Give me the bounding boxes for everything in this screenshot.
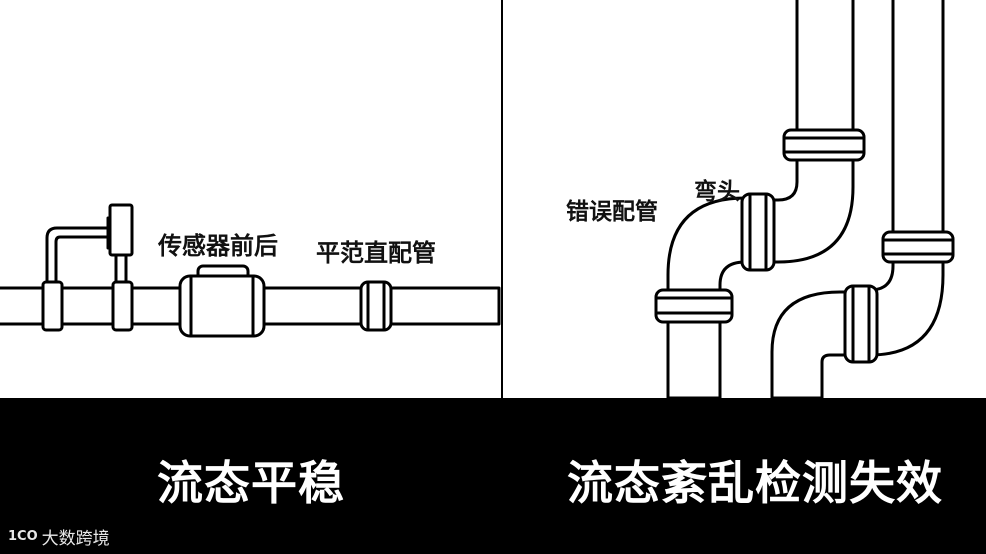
tap-tube bbox=[45, 226, 112, 286]
collar-1 bbox=[41, 280, 64, 332]
caption-right: 流态紊乱检测失效 bbox=[567, 456, 943, 510]
panel-divider bbox=[501, 0, 503, 398]
watermark-logo: 1CO bbox=[8, 529, 38, 544]
coupling-middle bbox=[843, 284, 879, 364]
pipe-vertical-top-2 bbox=[891, 0, 945, 237]
coupling-top-2 bbox=[881, 230, 955, 264]
pipe-vertical-top-1 bbox=[795, 0, 855, 139]
elbow-lower bbox=[770, 290, 852, 400]
watermark-text: 大数跨境 bbox=[41, 529, 110, 549]
coupling-left-vertical bbox=[654, 288, 734, 324]
watermark: 1CO 大数跨境 bbox=[8, 524, 110, 549]
flow-sensor-body bbox=[178, 274, 266, 338]
caption-bar bbox=[0, 398, 986, 554]
elbow-upper bbox=[758, 158, 855, 264]
coupling-elbow bbox=[740, 192, 776, 272]
transmitter-head bbox=[108, 203, 134, 257]
collar-2 bbox=[111, 280, 134, 332]
label-sensor-before-after: 传感器前后 bbox=[158, 232, 278, 260]
coupling-top-1 bbox=[782, 128, 866, 162]
caption-left: 流态平稳 bbox=[157, 456, 345, 510]
straight-coupling bbox=[359, 280, 393, 332]
label-elbow: 弯头 bbox=[694, 179, 740, 205]
label-straight-pipe: 平范直配管 bbox=[316, 239, 436, 267]
label-wrong-piping: 错误配管 bbox=[566, 199, 658, 225]
